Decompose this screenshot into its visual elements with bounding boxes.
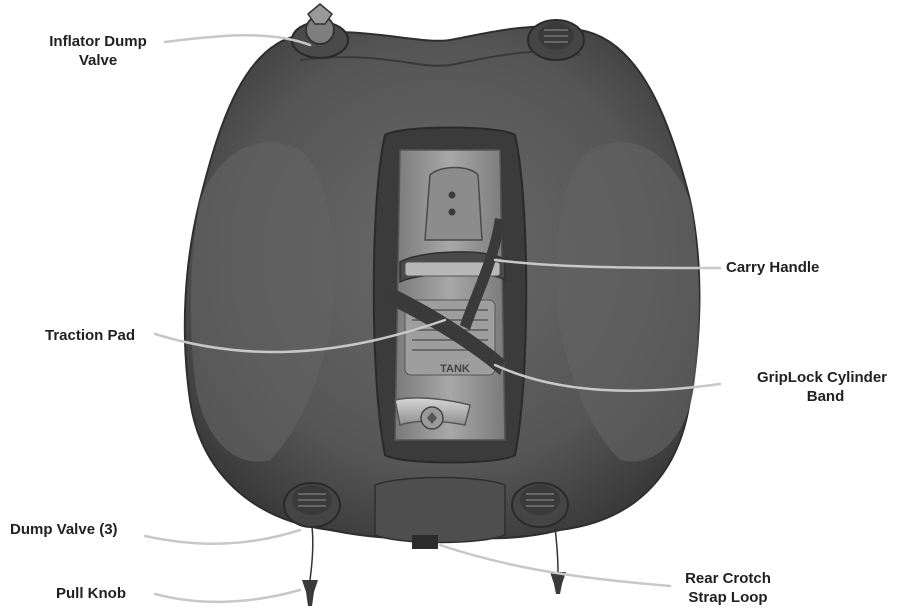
label-traction-pad: Traction Pad bbox=[45, 326, 135, 345]
pull-cord-right bbox=[555, 527, 558, 572]
leader-dump-valve bbox=[145, 530, 300, 544]
inflator-dump-valve bbox=[292, 4, 348, 58]
label-rear-crotch-line1: Rear Crotch bbox=[668, 569, 788, 588]
label-inflator-dump-valve-line1: Inflator Dump bbox=[33, 32, 163, 51]
plate-top-tab bbox=[425, 168, 482, 241]
pull-cord-left bbox=[310, 527, 313, 580]
label-pull-knob-text: Pull Knob bbox=[56, 584, 126, 603]
crotch-strap-loop bbox=[412, 535, 438, 549]
label-dump-valve: Dump Valve (3) bbox=[10, 520, 118, 539]
label-dump-valve-text: Dump Valve (3) bbox=[10, 520, 118, 539]
dump-valve-right bbox=[512, 483, 568, 527]
label-carry-handle: Carry Handle bbox=[726, 258, 819, 277]
dump-valve-left bbox=[284, 483, 340, 527]
pull-knob-left bbox=[302, 580, 318, 606]
label-griplock-band: GripLock Cylinder Band bbox=[724, 368, 887, 406]
label-inflator-dump-valve: Inflator Dump Valve bbox=[33, 32, 163, 70]
label-griplock-band-line1: GripLock Cylinder bbox=[724, 368, 887, 387]
leader-pull-knob bbox=[155, 590, 300, 602]
label-rear-crotch-line2: Strap Loop bbox=[668, 588, 788, 607]
label-inflator-dump-valve-line2: Valve bbox=[33, 51, 163, 70]
lower-channel bbox=[375, 478, 505, 543]
top-right-valve bbox=[528, 20, 584, 60]
label-rear-crotch: Rear Crotch Strap Loop bbox=[668, 569, 788, 607]
label-pull-knob: Pull Knob bbox=[56, 584, 126, 603]
label-griplock-band-line2: Band bbox=[724, 387, 887, 406]
label-carry-handle-text: Carry Handle bbox=[726, 258, 819, 277]
label-traction-pad-text: Traction Pad bbox=[45, 326, 135, 345]
tank-marking: TANK bbox=[440, 363, 470, 375]
